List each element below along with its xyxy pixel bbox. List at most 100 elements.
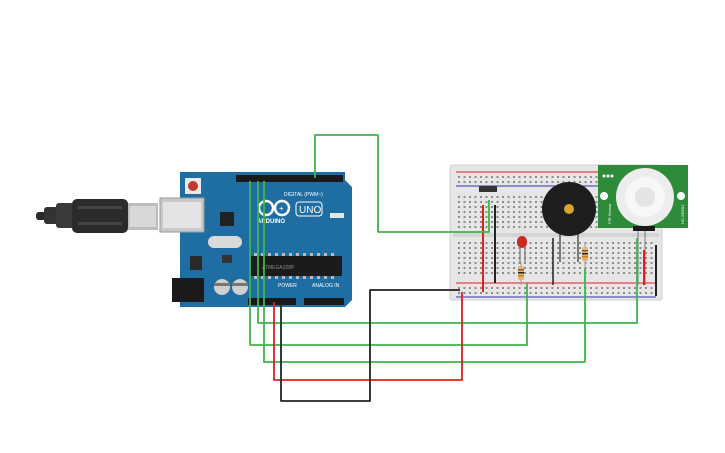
breadboard-hole[interactable] xyxy=(601,287,603,289)
breadboard-hole[interactable] xyxy=(628,292,631,294)
breadboard-hole[interactable] xyxy=(590,252,592,254)
breadboard-hole[interactable] xyxy=(535,176,537,178)
breadboard-hole[interactable] xyxy=(590,226,592,228)
breadboard-hole[interactable] xyxy=(474,181,477,183)
breadboard-hole[interactable] xyxy=(568,262,570,264)
breadboard-hole[interactable] xyxy=(469,181,471,183)
breadboard-hole[interactable] xyxy=(579,247,581,249)
breadboard-hole[interactable] xyxy=(601,272,603,274)
breadboard-hole[interactable] xyxy=(480,176,482,178)
breadboard-hole[interactable] xyxy=(650,272,653,274)
breadboard-hole[interactable] xyxy=(573,272,576,274)
breadboard-hole[interactable] xyxy=(491,247,493,249)
breadboard-hole[interactable] xyxy=(491,262,493,264)
breadboard-hole[interactable] xyxy=(463,221,466,223)
breadboard-hole[interactable] xyxy=(463,267,466,269)
breadboard-hole[interactable] xyxy=(491,206,493,208)
breadboard-hole[interactable] xyxy=(606,242,609,244)
breadboard-hole[interactable] xyxy=(601,292,603,294)
breadboard-hole[interactable] xyxy=(650,242,653,244)
breadboard-hole[interactable] xyxy=(458,201,460,203)
breadboard-hole[interactable] xyxy=(595,201,598,203)
breadboard-hole[interactable] xyxy=(628,257,631,259)
breadboard-hole[interactable] xyxy=(590,181,592,183)
breadboard-hole[interactable] xyxy=(496,267,499,269)
breadboard-hole[interactable] xyxy=(502,262,504,264)
breadboard-hole[interactable] xyxy=(590,287,592,289)
breadboard-hole[interactable] xyxy=(540,181,543,183)
breadboard-hole[interactable] xyxy=(595,196,598,198)
breadboard-hole[interactable] xyxy=(480,292,482,294)
breadboard-hole[interactable] xyxy=(496,242,499,244)
breadboard-hole[interactable] xyxy=(507,211,510,213)
breadboard-hole[interactable] xyxy=(513,242,515,244)
breadboard-hole[interactable] xyxy=(568,272,570,274)
breadboard-hole[interactable] xyxy=(612,257,614,259)
breadboard-hole[interactable] xyxy=(469,196,471,198)
breadboard-hole[interactable] xyxy=(513,247,515,249)
breadboard-hole[interactable] xyxy=(568,292,570,294)
breadboard-hole[interactable] xyxy=(480,242,482,244)
breadboard-hole[interactable] xyxy=(458,257,460,259)
breadboard-hole[interactable] xyxy=(474,242,477,244)
breadboard-hole[interactable] xyxy=(513,181,515,183)
breadboard-hole[interactable] xyxy=(568,267,570,269)
breadboard-hole[interactable] xyxy=(463,196,466,198)
breadboard-hole[interactable] xyxy=(463,201,466,203)
breadboard-hole[interactable] xyxy=(474,272,477,274)
pir-sensor-icon[interactable]: PIR Sensor HC-SR501 xyxy=(598,165,688,231)
breadboard-hole[interactable] xyxy=(485,257,488,259)
breadboard-hole[interactable] xyxy=(513,252,515,254)
breadboard-hole[interactable] xyxy=(513,216,515,218)
breadboard-hole[interactable] xyxy=(485,267,488,269)
breadboard-hole[interactable] xyxy=(601,247,603,249)
breadboard-hole[interactable] xyxy=(562,181,565,183)
breadboard-hole[interactable] xyxy=(562,242,565,244)
breadboard-hole[interactable] xyxy=(496,221,499,223)
breadboard-hole[interactable] xyxy=(469,216,471,218)
breadboard-hole[interactable] xyxy=(551,176,554,178)
breadboard-hole[interactable] xyxy=(469,242,471,244)
breadboard-hole[interactable] xyxy=(507,206,510,208)
breadboard-hole[interactable] xyxy=(535,221,537,223)
breadboard-hole[interactable] xyxy=(562,267,565,269)
breadboard-hole[interactable] xyxy=(496,287,499,289)
breadboard-hole[interactable] xyxy=(535,247,537,249)
breadboard-hole[interactable] xyxy=(502,242,504,244)
breadboard-hole[interactable] xyxy=(628,247,631,249)
breadboard-hole[interactable] xyxy=(623,262,625,264)
breadboard-hole[interactable] xyxy=(502,196,504,198)
breadboard-hole[interactable] xyxy=(458,242,460,244)
breadboard-hole[interactable] xyxy=(540,262,543,264)
breadboard-hole[interactable] xyxy=(513,287,515,289)
breadboard-hole[interactable] xyxy=(513,267,515,269)
breadboard-hole[interactable] xyxy=(491,211,493,213)
breadboard-hole[interactable] xyxy=(518,181,521,183)
breadboard-hole[interactable] xyxy=(485,272,488,274)
breadboard-hole[interactable] xyxy=(590,176,592,178)
breadboard-hole[interactable] xyxy=(623,267,625,269)
breadboard-hole[interactable] xyxy=(491,226,493,228)
breadboard-hole[interactable] xyxy=(491,252,493,254)
breadboard-hole[interactable] xyxy=(474,287,477,289)
breadboard-hole[interactable] xyxy=(458,216,460,218)
breadboard-hole[interactable] xyxy=(617,247,620,249)
breadboard-hole[interactable] xyxy=(491,221,493,223)
breadboard-hole[interactable] xyxy=(502,272,504,274)
breadboard-hole[interactable] xyxy=(590,262,592,264)
breadboard-hole[interactable] xyxy=(458,181,460,183)
power-header[interactable] xyxy=(248,298,296,305)
breadboard-hole[interactable] xyxy=(518,206,521,208)
breadboard-hole[interactable] xyxy=(491,287,493,289)
breadboard-hole[interactable] xyxy=(463,272,466,274)
breadboard-hole[interactable] xyxy=(557,247,559,249)
breadboard-hole[interactable] xyxy=(557,257,559,259)
breadboard-hole[interactable] xyxy=(650,292,653,294)
breadboard-hole[interactable] xyxy=(562,262,565,264)
breadboard-hole[interactable] xyxy=(573,247,576,249)
breadboard-hole[interactable] xyxy=(529,196,532,198)
breadboard-hole[interactable] xyxy=(463,247,466,249)
breadboard-hole[interactable] xyxy=(507,252,510,254)
breadboard-hole[interactable] xyxy=(601,252,603,254)
wire-green-pir[interactable] xyxy=(263,181,586,363)
